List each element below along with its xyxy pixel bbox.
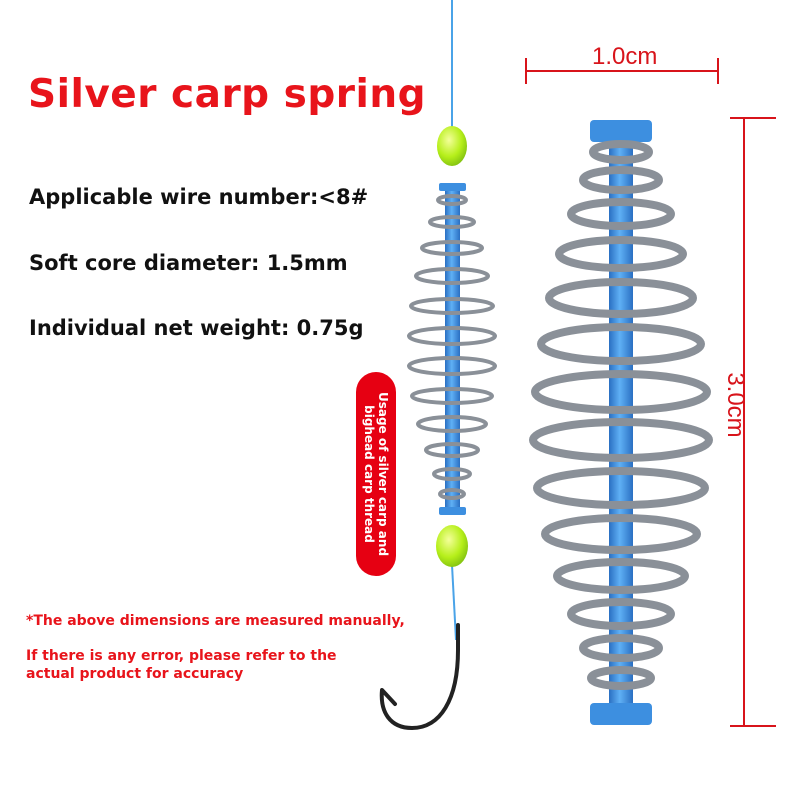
height-dimension-label: 3.0cm (722, 372, 749, 438)
large-spring-bottom-cap (590, 703, 652, 725)
small-spring-top-cap (439, 183, 466, 191)
height-dimension-marker (730, 117, 776, 727)
spec-wire-number: Applicable wire number:<8# (29, 185, 369, 209)
page-title: Silver carp spring (28, 72, 427, 117)
small-spring-bottom-cap (439, 507, 466, 515)
top-bead-icon (437, 126, 467, 166)
usage-badge-line2: bighead carp thread (362, 405, 376, 543)
fishing-hook-icon (379, 623, 460, 730)
fishing-line-lower (451, 564, 457, 641)
small-spring-core (445, 185, 460, 510)
spec-net-weight: Individual net weight: 0.75g (29, 316, 364, 340)
spec-core-diameter: Soft core diameter: 1.5mm (29, 251, 348, 275)
width-dimension-marker (525, 58, 719, 84)
note-line-1: *The above dimensions are measured manua… (26, 613, 405, 629)
large-spring-top-cap (590, 120, 652, 142)
small-spring-coils (407, 194, 497, 500)
usage-badge-line1: Usage of silver carp and (376, 391, 390, 557)
width-dimension-label: 1.0cm (592, 43, 658, 70)
note-line-3: actual product for accuracy (26, 666, 244, 682)
usage-badge-text: Usage of silver carp and bighead carp th… (362, 384, 390, 564)
bottom-bead-icon (436, 525, 468, 567)
note-line-2: If there is any error, please refer to t… (26, 648, 337, 664)
usage-badge: Usage of silver carp and bighead carp th… (356, 372, 396, 576)
large-spring-coils (529, 140, 713, 690)
